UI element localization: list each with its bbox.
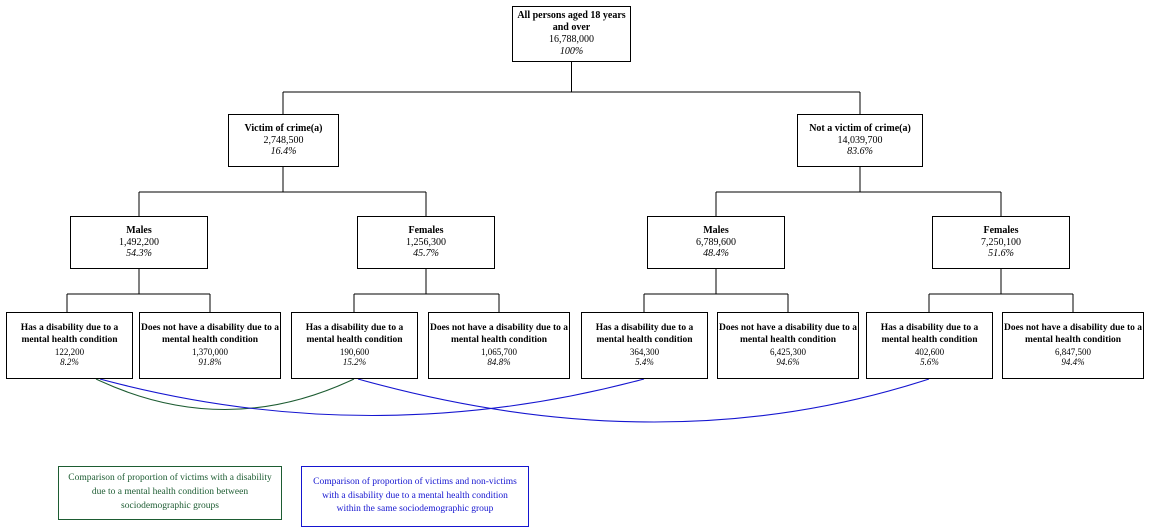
node-percent: 5.4% (635, 357, 654, 368)
node-percent: 5.6% (920, 357, 939, 368)
arc-blue-females (357, 378, 930, 423)
node-count: 6,789,600 (696, 236, 736, 248)
comparison-arcs-blue (99, 378, 930, 423)
legend-within-group[interactable]: Comparison of proportion of victims and … (301, 466, 529, 527)
node-percent: 94.6% (776, 357, 800, 368)
node-count: 190,600 (339, 346, 370, 357)
leaf-victim-males-has-disability[interactable]: Has a disability due to a mental health … (6, 312, 133, 379)
node-count: 7,250,100 (981, 236, 1021, 248)
node-label: Has a disability due to a mental health … (305, 323, 404, 345)
node-count: 6,847,500 (1055, 346, 1091, 357)
node-count: 6,425,300 (770, 346, 806, 357)
node-all-persons[interactable]: All persons aged 18 years and over 16,78… (512, 6, 631, 62)
node-count: 1,492,200 (119, 236, 159, 248)
node-label: Females (983, 224, 1019, 236)
node-percent: 8.2% (60, 357, 79, 368)
leaf-nonvictim-males-has-disability[interactable]: Has a disability due to a mental health … (581, 312, 708, 379)
node-count: 1,065,700 (481, 346, 517, 357)
node-label: Does not have a disability due to a ment… (140, 323, 280, 345)
leaf-victim-females-no-disability[interactable]: Does not have a disability due to a ment… (428, 312, 570, 379)
leaf-victim-males-no-disability[interactable]: Does not have a disability due to a ment… (139, 312, 281, 379)
node-victim-of-crime[interactable]: Victim of crime(a) 2,748,500 16.4% (228, 114, 339, 167)
node-percent: 100% (559, 45, 584, 57)
node-percent: 94.4% (1061, 357, 1085, 368)
node-percent: 45.7% (413, 248, 439, 260)
arc-green-victim-male-female (95, 378, 355, 410)
node-count: 402,600 (914, 346, 945, 357)
comparison-arc-green (95, 378, 355, 410)
node-label: Victim of crime(a) (244, 122, 323, 134)
node-percent: 54.3% (126, 248, 152, 260)
node-count: 1,256,300 (406, 236, 446, 248)
leaf-nonvictim-males-no-disability[interactable]: Does not have a disability due to a ment… (717, 312, 859, 379)
node-not-a-victim-of-crime[interactable]: Not a victim of crime(a) 14,039,700 83.6… (797, 114, 923, 167)
node-label: Males (703, 224, 729, 236)
arc-blue-males (99, 378, 645, 417)
node-victim-females[interactable]: Females 1,256,300 45.7% (357, 216, 495, 269)
leaf-nonvictim-females-has-disability[interactable]: Has a disability due to a mental health … (866, 312, 993, 379)
node-percent: 48.4% (703, 248, 729, 260)
node-label: Has a disability due to a mental health … (595, 323, 694, 345)
node-count: 364,300 (629, 346, 660, 357)
node-label: Does not have a disability due to a ment… (429, 323, 569, 345)
node-nonvictim-males[interactable]: Males 6,789,600 48.4% (647, 216, 785, 269)
node-percent: 83.6% (847, 146, 873, 158)
legend-between-groups[interactable]: Comparison of proportion of victims with… (58, 466, 282, 520)
leaf-victim-females-has-disability[interactable]: Has a disability due to a mental health … (291, 312, 418, 379)
node-label: Does not have a disability due to a ment… (718, 323, 858, 345)
node-label: Males (126, 224, 152, 236)
node-label: Not a victim of crime(a) (809, 122, 911, 134)
node-label: All persons aged 18 years and over (517, 10, 626, 34)
node-label: Females (408, 224, 444, 236)
legend-text: Comparison of proportion of victims and … (313, 476, 517, 515)
node-percent: 84.8% (487, 357, 511, 368)
node-label: Has a disability due to a mental health … (880, 323, 979, 345)
leaf-nonvictim-females-no-disability[interactable]: Does not have a disability due to a ment… (1002, 312, 1144, 379)
node-count: 1,370,000 (192, 346, 228, 357)
node-count: 14,039,700 (837, 134, 883, 146)
node-label: Does not have a disability due to a ment… (1003, 323, 1143, 345)
node-percent: 15.2% (342, 357, 367, 368)
node-count: 16,788,000 (549, 34, 594, 45)
node-victim-males[interactable]: Males 1,492,200 54.3% (70, 216, 208, 269)
node-percent: 51.6% (988, 248, 1014, 260)
node-label: Has a disability due to a mental health … (20, 323, 119, 345)
node-count: 2,748,500 (263, 134, 304, 146)
node-percent: 16.4% (270, 146, 297, 158)
tree-connector-lines (66, 62, 1074, 312)
node-count: 122,200 (54, 346, 85, 357)
legend-text: Comparison of proportion of victims with… (68, 473, 272, 511)
node-percent: 91.8% (198, 357, 222, 368)
node-nonvictim-females[interactable]: Females 7,250,100 51.6% (932, 216, 1070, 269)
